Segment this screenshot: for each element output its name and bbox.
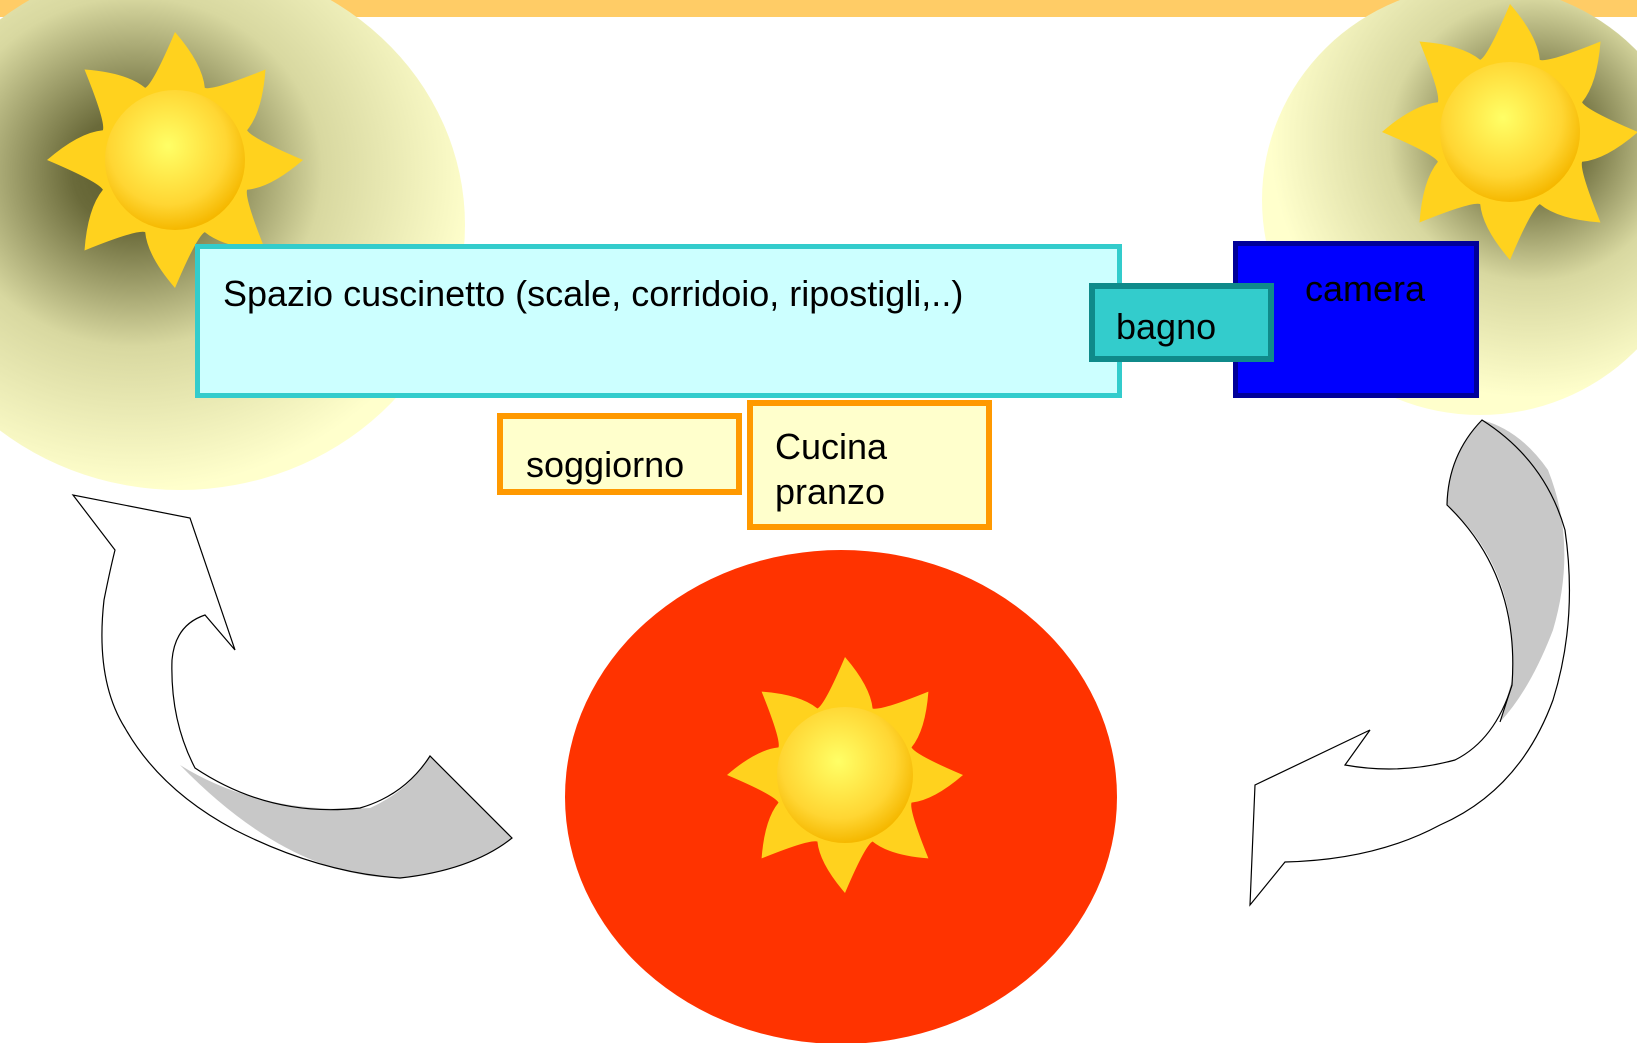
sun-icon <box>47 32 303 288</box>
room-soggiorno: soggiorno <box>497 413 742 495</box>
room-bagno: bagno <box>1089 283 1274 362</box>
sun-core <box>777 707 913 843</box>
curved-arrow-down-icon <box>1249 419 1571 907</box>
room-soggiorno-label: soggiorno <box>526 444 685 485</box>
sun-icon <box>727 657 963 893</box>
top-banner-bar <box>0 0 1637 17</box>
buffer-space-label: Spazio cuscinetto (scale, corridoio, rip… <box>223 273 964 314</box>
room-bagno-label: bagno <box>1116 306 1217 347</box>
room-cucina-pranzo: Cucina pranzo <box>747 400 992 530</box>
room-cucina-label-line1: Cucina <box>775 426 888 467</box>
sun-core <box>1440 62 1580 202</box>
curved-arrow-up-icon <box>71 494 513 879</box>
sun-core <box>105 90 245 230</box>
room-cucina-label-line2: pranzo <box>775 471 886 512</box>
sun-icon <box>1382 4 1637 260</box>
room-camera-label: camera <box>1305 268 1426 309</box>
buffer-space-box: Spazio cuscinetto (scale, corridoio, rip… <box>195 244 1122 398</box>
